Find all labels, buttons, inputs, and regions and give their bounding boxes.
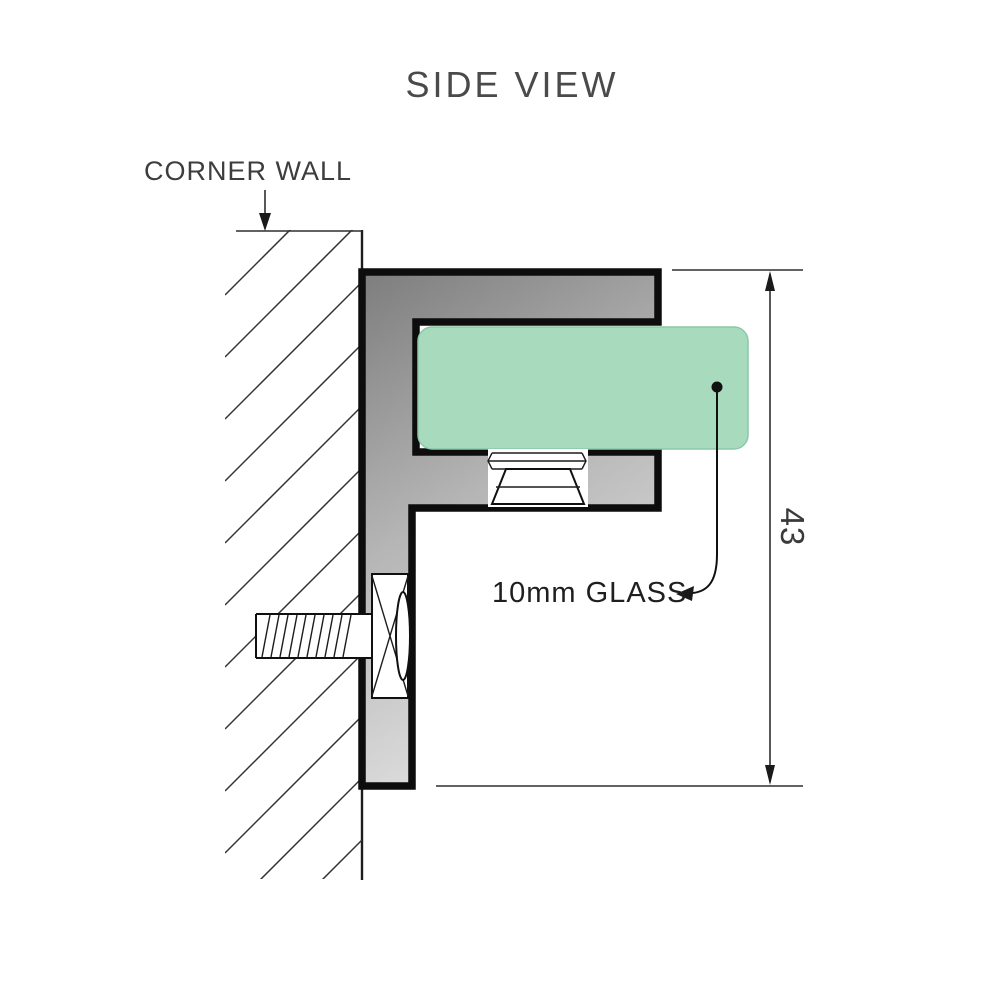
corner-wall-annotation: CORNER WALL [144, 156, 352, 231]
screw-backdrop [256, 613, 376, 659]
wall [225, 230, 364, 880]
page-title: SIDE VIEW [405, 64, 618, 105]
screw-head [395, 591, 411, 681]
wall-hatching [225, 230, 362, 879]
glass-leader [676, 381, 723, 601]
corner-wall-label: CORNER WALL [144, 156, 352, 186]
dimension-43: 43 [436, 269, 811, 787]
leader-arrow-icon [676, 586, 694, 601]
glass-label: 10mm GLASS [492, 577, 687, 609]
bracket-body [358, 268, 662, 790]
down-arrow-icon [259, 213, 271, 231]
leader-line [692, 387, 718, 594]
grub-screw-thread-edges [487, 452, 587, 470]
dimension-arrow-up-icon [765, 271, 775, 291]
dimension-arrow-down-icon [765, 765, 775, 785]
wall-screw [255, 573, 411, 699]
glass-panel [417, 326, 749, 450]
dimension-value: 43 [774, 508, 811, 547]
screw-threads [261, 614, 352, 658]
grub-screw [487, 449, 588, 507]
